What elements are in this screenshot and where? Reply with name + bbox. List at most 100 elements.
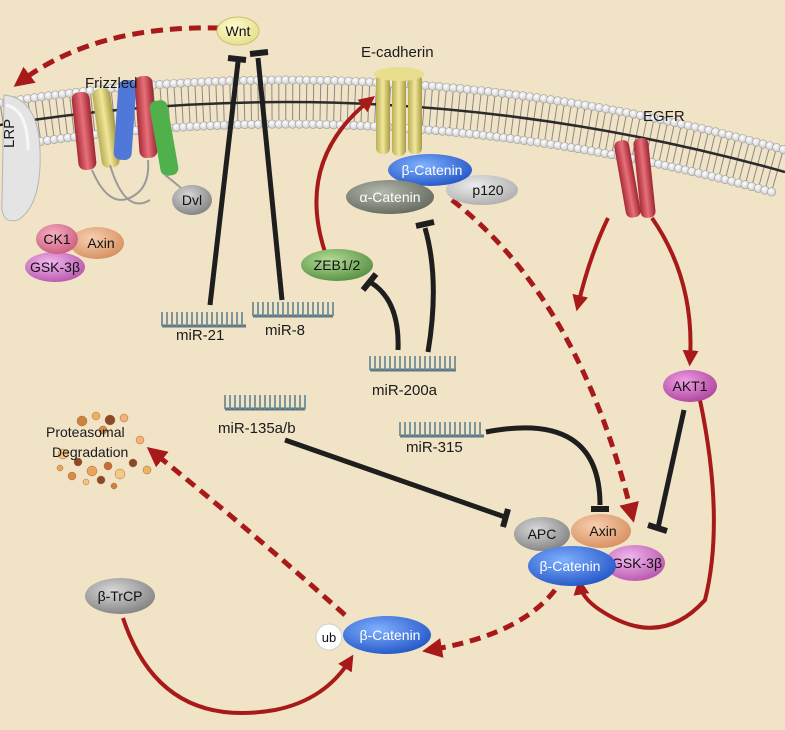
protein-fragment — [110, 482, 118, 490]
gsk3b-protein-left — [25, 252, 85, 282]
protein-fragment — [67, 471, 77, 481]
ck1-label: CK1 — [43, 231, 70, 247]
mir200a-to-zeb — [368, 279, 401, 351]
wnt-to-lrp-arrow — [13, 25, 221, 87]
dvl-protein — [172, 185, 212, 215]
akt1-gsk3b-bar — [647, 522, 668, 534]
egfr-label: EGFR — [643, 108, 685, 125]
ubiquitin-tag — [315, 623, 343, 651]
mir21-inhibition — [207, 61, 241, 306]
wnt-label: Wnt — [226, 23, 251, 39]
mir8-label: miR-8 — [265, 322, 305, 339]
protein-fragment — [103, 461, 113, 471]
membrane-catenin-to-complex-arrow — [450, 198, 639, 523]
lrp-receptor — [1, 94, 41, 222]
protein-fragment — [91, 411, 101, 421]
mir135-bar — [500, 508, 511, 528]
bcatenin-ub-label: β-Catenin — [360, 627, 421, 643]
mir200a-label: miR-200a — [372, 382, 438, 399]
gsk3b-left-label: GSK-3β — [30, 259, 80, 275]
protein-fragment — [56, 464, 64, 472]
ecadherin-label: E-cadherin — [361, 44, 434, 61]
mir21-bar — [227, 55, 247, 63]
gsk3b-complex-label: GSK-3β — [612, 555, 662, 571]
egfr-to-complex-arrow — [572, 217, 610, 312]
mir21-comb — [161, 312, 246, 328]
mir135-inhibition — [284, 437, 506, 520]
mir315-comb — [399, 422, 484, 438]
protein-fragment — [73, 457, 83, 467]
bcatenin-complex-protein — [528, 546, 616, 586]
apc-label: APC — [528, 526, 557, 542]
mir21-label: miR-21 — [176, 327, 224, 344]
akt1-to-catenin-arrow — [573, 399, 716, 630]
frizzled-label: Frizzled — [85, 75, 138, 92]
proteasomal-fragments — [56, 411, 152, 490]
mir200a-comb — [369, 356, 456, 372]
protein-fragment — [57, 448, 69, 460]
mir135-comb — [224, 395, 306, 411]
egfr-receptor — [614, 137, 656, 218]
protein-fragment — [76, 415, 88, 427]
dvl-label: Dvl — [182, 192, 202, 208]
bcatenin-complex-label: β-Catenin — [540, 558, 601, 574]
ck1-protein — [36, 224, 78, 254]
zeb-label: ZEB1/2 — [314, 257, 361, 273]
egfr-to-akt1-arrow — [650, 216, 699, 367]
lipid-head — [767, 187, 777, 197]
protein-fragment — [104, 414, 116, 426]
gsk3b-complex-protein — [605, 545, 665, 581]
mir200a-zeb-bar — [360, 272, 379, 292]
mir315-label: miR-315 — [406, 439, 463, 456]
acatenin-label: α-Catenin — [359, 189, 420, 205]
protein-fragment — [135, 435, 145, 445]
ub-label: ub — [322, 630, 336, 645]
btrcp-protein — [85, 578, 155, 614]
bcatenin-membrane-label: β-Catenin — [402, 162, 463, 178]
ecadherin-protein — [374, 67, 424, 156]
bcatenin-ub-protein — [343, 616, 431, 654]
acatenin-protein — [346, 180, 434, 214]
protein-fragment — [86, 465, 98, 477]
protein-fragment — [128, 458, 138, 468]
p120-protein — [446, 175, 518, 205]
akt1-inhibits-gsk3b — [655, 409, 687, 529]
protein-fragment — [114, 468, 126, 480]
complex-to-ub-catenin-arrow — [422, 588, 557, 658]
lipid-head — [778, 145, 785, 155]
zeb-protein — [301, 249, 373, 281]
proteasomal-line1: Proteasomal — [46, 424, 125, 440]
mir200a-acatenin-bar — [415, 219, 435, 229]
protein-fragment — [82, 478, 90, 486]
mir8-bar — [249, 49, 269, 57]
mir8-inhibition — [255, 57, 285, 301]
protein-fragment — [98, 425, 108, 435]
protein-fragment — [119, 413, 129, 423]
lrp-label: LRP — [1, 119, 18, 148]
bcatenin-membrane-protein — [388, 154, 472, 186]
axin-left-label: Axin — [87, 235, 114, 251]
mir8-comb — [252, 302, 334, 318]
protein-fragment — [142, 465, 152, 475]
proteasomal-line2: Degradation — [52, 444, 128, 460]
frizzled-receptor — [71, 75, 189, 205]
zeb-to-ecadherin-arrow — [314, 95, 375, 253]
mir200a-to-acatenin — [422, 227, 436, 353]
protein-fragment — [96, 475, 106, 485]
axin-complex-label: Axin — [589, 523, 616, 539]
wnt-ligand — [216, 16, 260, 46]
apc-protein — [514, 517, 570, 551]
axin-complex-protein — [571, 514, 631, 548]
axin-protein-left — [70, 227, 124, 259]
akt1-protein — [663, 370, 717, 402]
mir315-inhibition — [485, 425, 603, 506]
btrcp-label: β-TrCP — [98, 588, 143, 604]
mirna-combs — [161, 302, 484, 438]
mir135-label: miR-135a/b — [218, 420, 296, 437]
btrcp-to-ub-catenin-arrow — [121, 617, 354, 715]
akt1-label: AKT1 — [672, 378, 707, 394]
p120-label: p120 — [472, 182, 503, 198]
ub-catenin-to-proteasome-arrow — [146, 446, 347, 617]
